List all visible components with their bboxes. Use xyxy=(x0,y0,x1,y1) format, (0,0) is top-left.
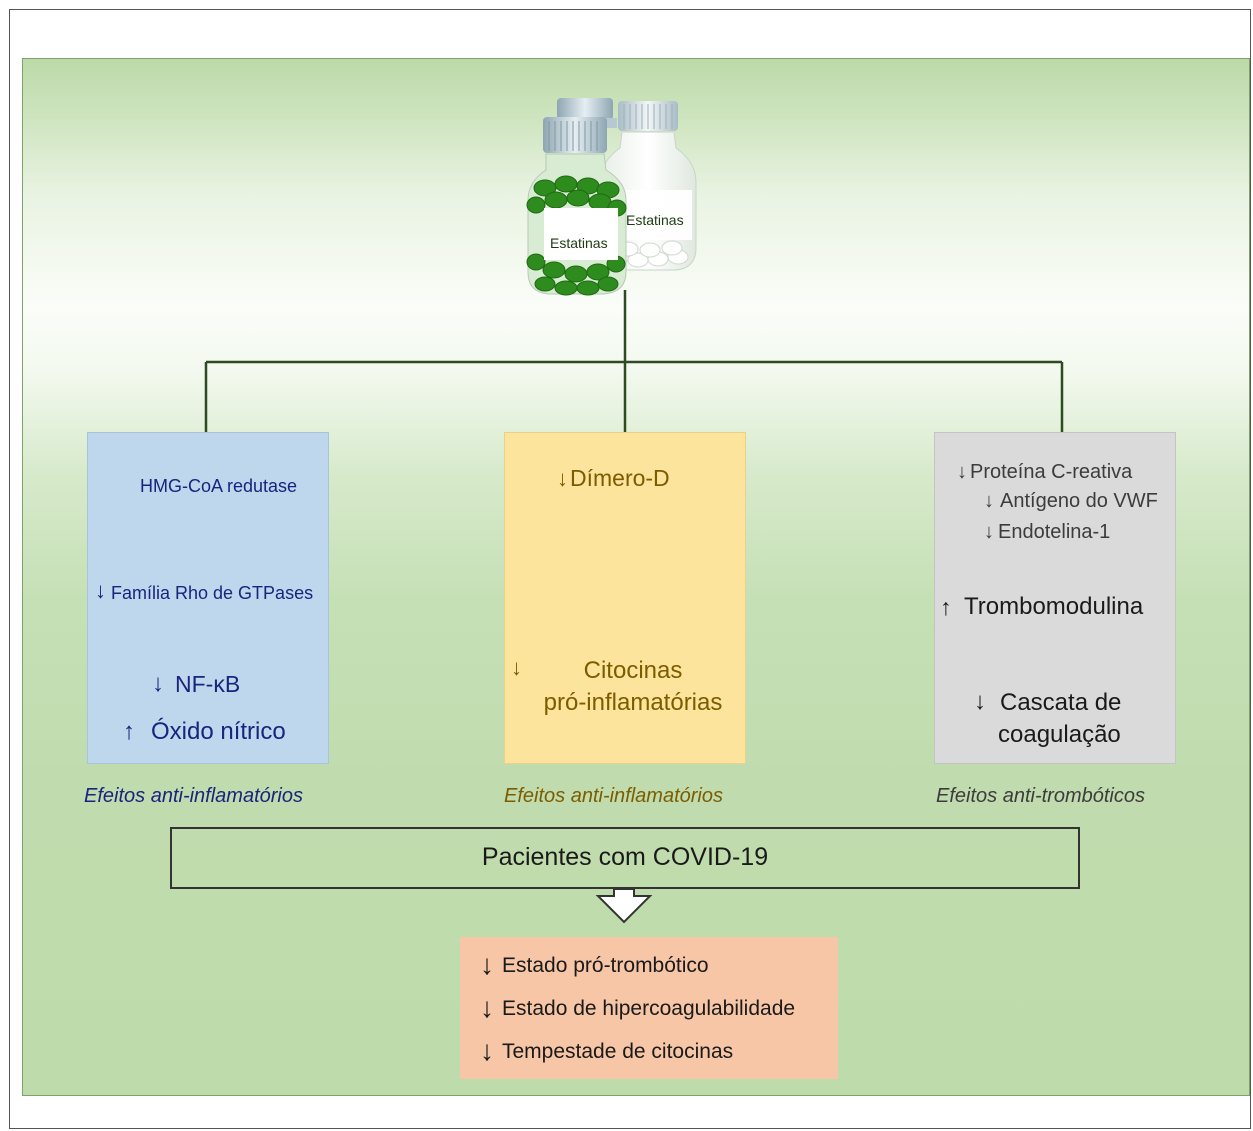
vwf-arrow-icon: ↓ xyxy=(984,490,994,512)
left-caption: Efeitos anti-inflamatórios xyxy=(84,785,303,807)
outcome-arrow-icon: ↓ xyxy=(480,949,494,980)
cytokines-line2: pró-inflamatórias xyxy=(543,689,723,716)
endothelin-label: Endotelina-1 xyxy=(998,521,1111,543)
crp-label: Proteína C-reativa xyxy=(970,461,1133,483)
outcome-item: Estado pró-trombótico xyxy=(502,954,709,977)
cascade-line2: coagulação xyxy=(998,721,1121,748)
right-effects-box xyxy=(934,432,1176,764)
outcome-item: Estado de hipercoagulabilidade xyxy=(502,997,796,1020)
thrombomodulin-arrow-icon: ↑ xyxy=(940,594,952,620)
bottle-green-icon xyxy=(526,117,627,296)
bottle-back-label: Estatinas xyxy=(626,212,684,228)
rho-label: Família Rho de GTPases xyxy=(111,583,314,603)
middle-effects-box xyxy=(504,432,746,764)
hmg-coa-label: HMG-CoA redutase xyxy=(140,476,298,496)
connector-tree xyxy=(204,290,1064,432)
thrombomodulin-label: Trombomodulina xyxy=(964,593,1144,620)
vwf-label: Antígeno do VWF xyxy=(1000,490,1158,512)
outcomes-box: ↓ Estado pró-trombótico ↓ Estado de hipe… xyxy=(460,937,838,1079)
nfkb-label: NF-κB xyxy=(175,671,241,697)
cascade-line1: Cascata de xyxy=(1000,689,1122,716)
cytokines-line1: Citocinas xyxy=(583,657,683,684)
cytokines-arrow-icon: ↓ xyxy=(511,655,522,680)
crp-arrow-icon: ↓ xyxy=(957,461,967,483)
ddimer-arrow-icon: ↓ xyxy=(557,466,568,491)
covid-down-arrow xyxy=(595,888,653,924)
nitric-oxide-label: Óxido nítrico xyxy=(151,718,286,745)
outcome-arrow-icon: ↓ xyxy=(480,1035,494,1066)
middle-caption: Efeitos anti-inflamatórios xyxy=(504,785,723,807)
right-caption: Efeitos anti-trombóticos xyxy=(936,785,1145,807)
rho-arrow-icon: ↓ xyxy=(95,578,106,603)
covid-patients-label: Pacientes com COVID-19 xyxy=(481,843,769,871)
left-effects-box xyxy=(87,432,329,764)
covid-patients-box: Pacientes com COVID-19 xyxy=(170,827,1080,889)
nfkb-arrow-icon: ↓ xyxy=(152,670,164,697)
bottle-front-label: Estatinas xyxy=(550,235,608,251)
nitric-arrow-icon: ↑ xyxy=(123,718,135,745)
cascade-arrow-icon: ↓ xyxy=(974,688,986,715)
outcome-arrow-icon: ↓ xyxy=(480,992,494,1023)
ddimer-label: Dímero-D xyxy=(570,465,670,491)
endothelin-arrow-icon: ↓ xyxy=(984,521,994,543)
outcome-item: Tempestade de citocinas xyxy=(502,1040,734,1063)
